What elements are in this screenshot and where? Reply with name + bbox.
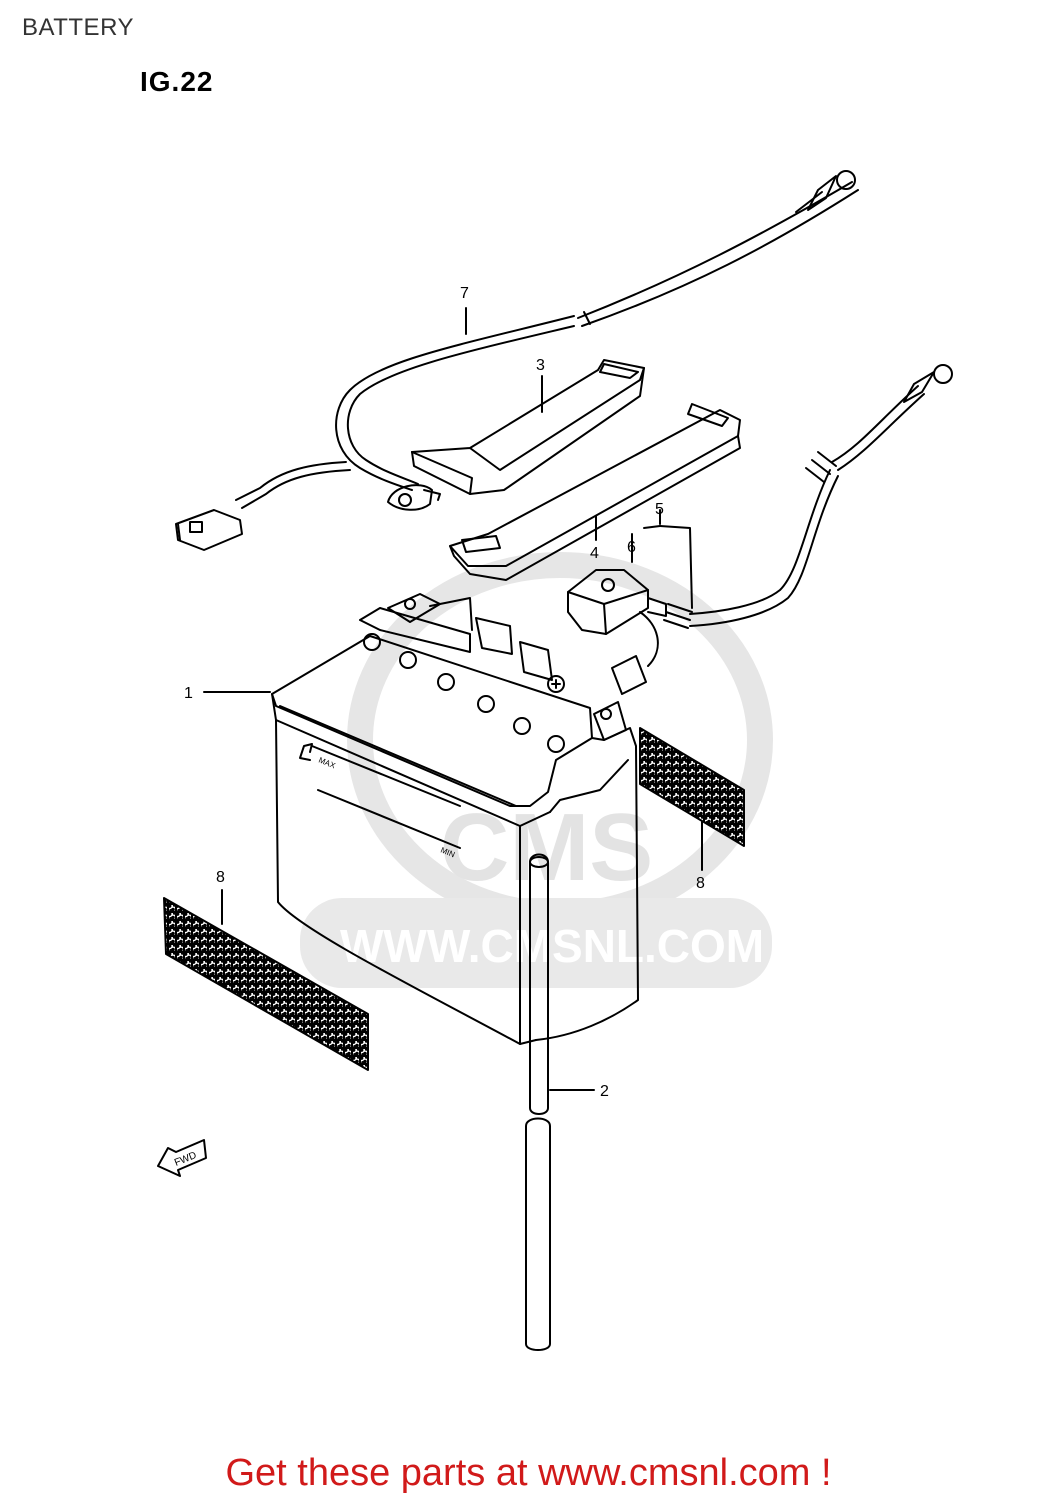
max-mark: MAX (317, 756, 337, 771)
callout-8-left: 8 (216, 869, 225, 886)
pad-8-right (639, 727, 745, 871)
callout-1: 1 (184, 685, 193, 702)
callout-7: 7 (460, 285, 469, 302)
callout-2: 2 (600, 1083, 609, 1100)
page-title: BATTERY (22, 14, 134, 41)
cable-5-6 (567, 364, 953, 695)
fwd-arrow-icon: FWD (157, 1139, 207, 1177)
cable-7 (175, 170, 859, 551)
pad-8-left (163, 889, 369, 1071)
callout-5: 5 (655, 501, 664, 518)
callout-6: 6 (627, 539, 636, 556)
strap-3 (411, 359, 645, 495)
callout-8-right: 8 (696, 875, 705, 892)
breather-hose-2 (525, 853, 595, 1351)
strap-4 (449, 403, 741, 581)
watermark-logo: CMS (440, 794, 653, 901)
figure-label: IG.22 (140, 66, 214, 97)
watermark-url: WWW.CMSNL.COM (340, 920, 764, 972)
callout-3: 3 (536, 357, 545, 374)
battery-1 (203, 593, 639, 1045)
callout-4: 4 (590, 545, 599, 562)
parts-link[interactable]: Get these parts at www.cmsnl.com ! (225, 1452, 832, 1494)
